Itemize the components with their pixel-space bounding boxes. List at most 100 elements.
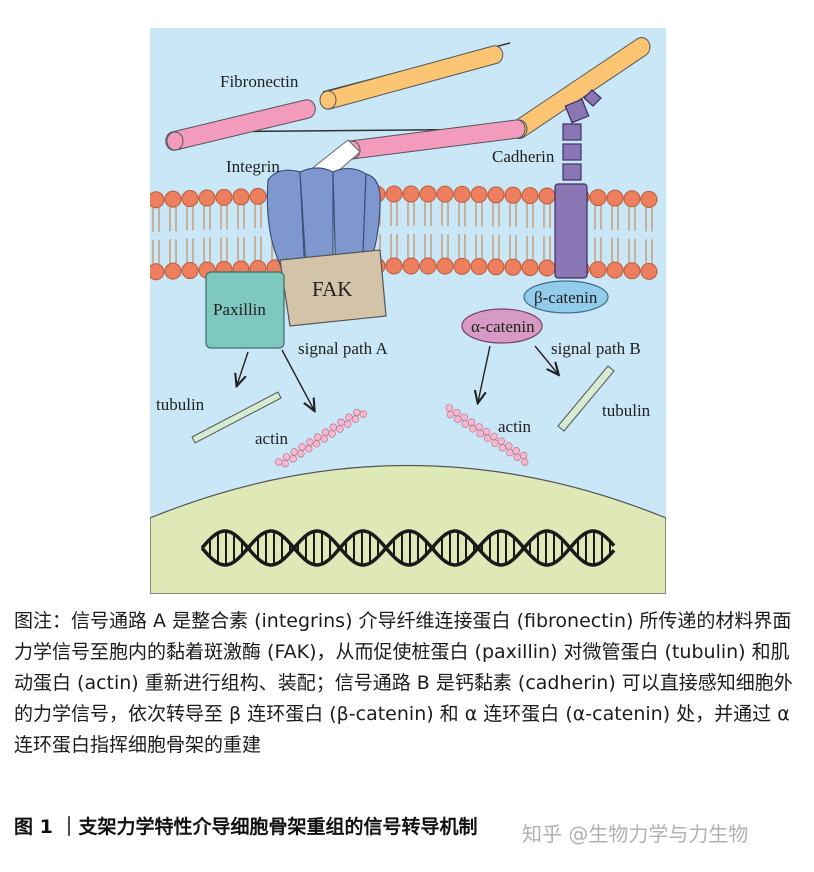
lipid-head — [419, 257, 437, 275]
actin-bead — [467, 418, 476, 426]
lipid-head — [470, 258, 488, 276]
actin-bead — [328, 430, 336, 438]
lipid-head — [487, 186, 505, 204]
lipid-head — [436, 185, 454, 203]
actin-bead — [482, 428, 491, 436]
actin-bead — [506, 448, 514, 457]
lipid-head — [198, 189, 216, 207]
actin-bead — [344, 420, 352, 428]
actin-bead — [453, 409, 461, 417]
actin-bead — [351, 415, 360, 423]
cadherin — [554, 89, 602, 279]
actin-bead — [483, 434, 492, 442]
actin-bead — [337, 418, 345, 426]
actin-bead — [297, 450, 305, 458]
lipid-head — [385, 185, 403, 203]
lipid-head — [521, 187, 539, 205]
arrow-paxillin-tubulin — [237, 351, 249, 385]
actin-bead — [513, 453, 521, 461]
lipid-head — [521, 259, 539, 277]
lipid-head — [606, 189, 624, 207]
actin-bead — [497, 437, 505, 445]
tubulin-filament-right — [557, 365, 615, 432]
cadherin-label: Cadherin — [492, 147, 555, 166]
lipid-head — [164, 190, 182, 208]
actin-filaments — [274, 404, 529, 468]
lipid-head — [402, 185, 420, 203]
watermark: 知乎 @生物力学与力生物 — [522, 822, 749, 846]
actin-bead — [491, 439, 499, 447]
lipid-head — [623, 262, 641, 280]
lipid-head — [606, 261, 624, 279]
lipid-head — [436, 257, 454, 275]
lipid-head — [589, 261, 607, 279]
actin-bead — [461, 420, 469, 428]
actin-bead — [490, 432, 498, 441]
actin-bead — [298, 443, 306, 451]
lipid-head — [453, 257, 471, 275]
lipid-head — [504, 258, 522, 276]
fibronectin-fibers — [165, 37, 651, 160]
lipid-head — [402, 257, 420, 275]
beta-catenin-label: β-catenin — [534, 288, 598, 307]
actin-bead — [336, 425, 344, 433]
lipid-head — [538, 259, 556, 277]
actin-bead — [519, 451, 528, 460]
signal-path-a-label: signal path A — [298, 339, 388, 358]
lipid-head — [623, 190, 641, 208]
arrow-alpha-actin — [478, 345, 491, 402]
actin-bead — [498, 444, 507, 452]
dna-helix — [200, 529, 616, 567]
fibronectin-rod-pink-1 — [165, 99, 316, 151]
tubulin-filament-left — [191, 391, 282, 444]
lipid-head — [640, 262, 658, 280]
actin-bead — [445, 404, 453, 412]
lipid-head — [538, 187, 556, 205]
signal-arrows — [237, 345, 558, 410]
fibronectin-label: Fibronectin — [220, 72, 299, 91]
signal-pathway-diagram: FAK Paxillin β-catenin α-catenin Fibrone… — [150, 28, 666, 594]
lipid-head — [150, 191, 165, 209]
actin-bead — [305, 445, 313, 453]
lipid-head — [504, 186, 522, 204]
actin-bead — [521, 458, 529, 466]
arrow-paxillin-actin — [281, 349, 314, 410]
figure-caption: 图注：信号通路 A 是整合素 (integrins) 介导纤维连接蛋白 (fib… — [14, 610, 793, 756]
lipid-head — [589, 189, 607, 207]
actin-bead — [306, 438, 314, 446]
lipid-head — [181, 262, 199, 280]
fak-label: FAK — [312, 277, 352, 301]
actin-bead — [469, 425, 477, 433]
actin-bead — [446, 410, 455, 419]
lipid-head — [215, 188, 233, 206]
lipid-head — [249, 187, 267, 205]
actin-left-label: actin — [255, 429, 289, 448]
actin-bead — [512, 447, 520, 455]
tubulin-left-label: tubulin — [156, 395, 205, 414]
dna-rungs — [209, 531, 611, 565]
actin-bead — [321, 428, 330, 436]
integrin-label: Integrin — [226, 157, 280, 176]
fak-protein — [279, 249, 387, 327]
actin-bead — [320, 435, 329, 443]
lipid-head — [164, 262, 182, 280]
alpha-catenin-label: α-catenin — [471, 317, 535, 336]
figure-title: 图 1 ｜支架力学特性介导细胞骨架重组的信号转导机制 — [14, 816, 478, 838]
lipid-head — [181, 190, 199, 208]
actin-bead — [274, 458, 283, 466]
actin-bead — [312, 440, 321, 448]
arrow-alpha-tubulin — [534, 345, 558, 374]
lipid-head — [640, 190, 658, 208]
alpha-catenin — [461, 308, 543, 344]
paxillin-label: Paxillin — [213, 300, 266, 319]
lipid-head — [232, 188, 250, 206]
actin-bead — [329, 423, 338, 431]
actin-bead — [281, 459, 289, 468]
lipid-head — [453, 185, 471, 203]
actin-bead — [454, 415, 462, 423]
lipid-head — [487, 258, 505, 276]
actin-bead — [282, 453, 291, 461]
actin-bead — [476, 429, 484, 438]
actin-bead — [359, 410, 368, 418]
beta-catenin — [523, 280, 609, 314]
